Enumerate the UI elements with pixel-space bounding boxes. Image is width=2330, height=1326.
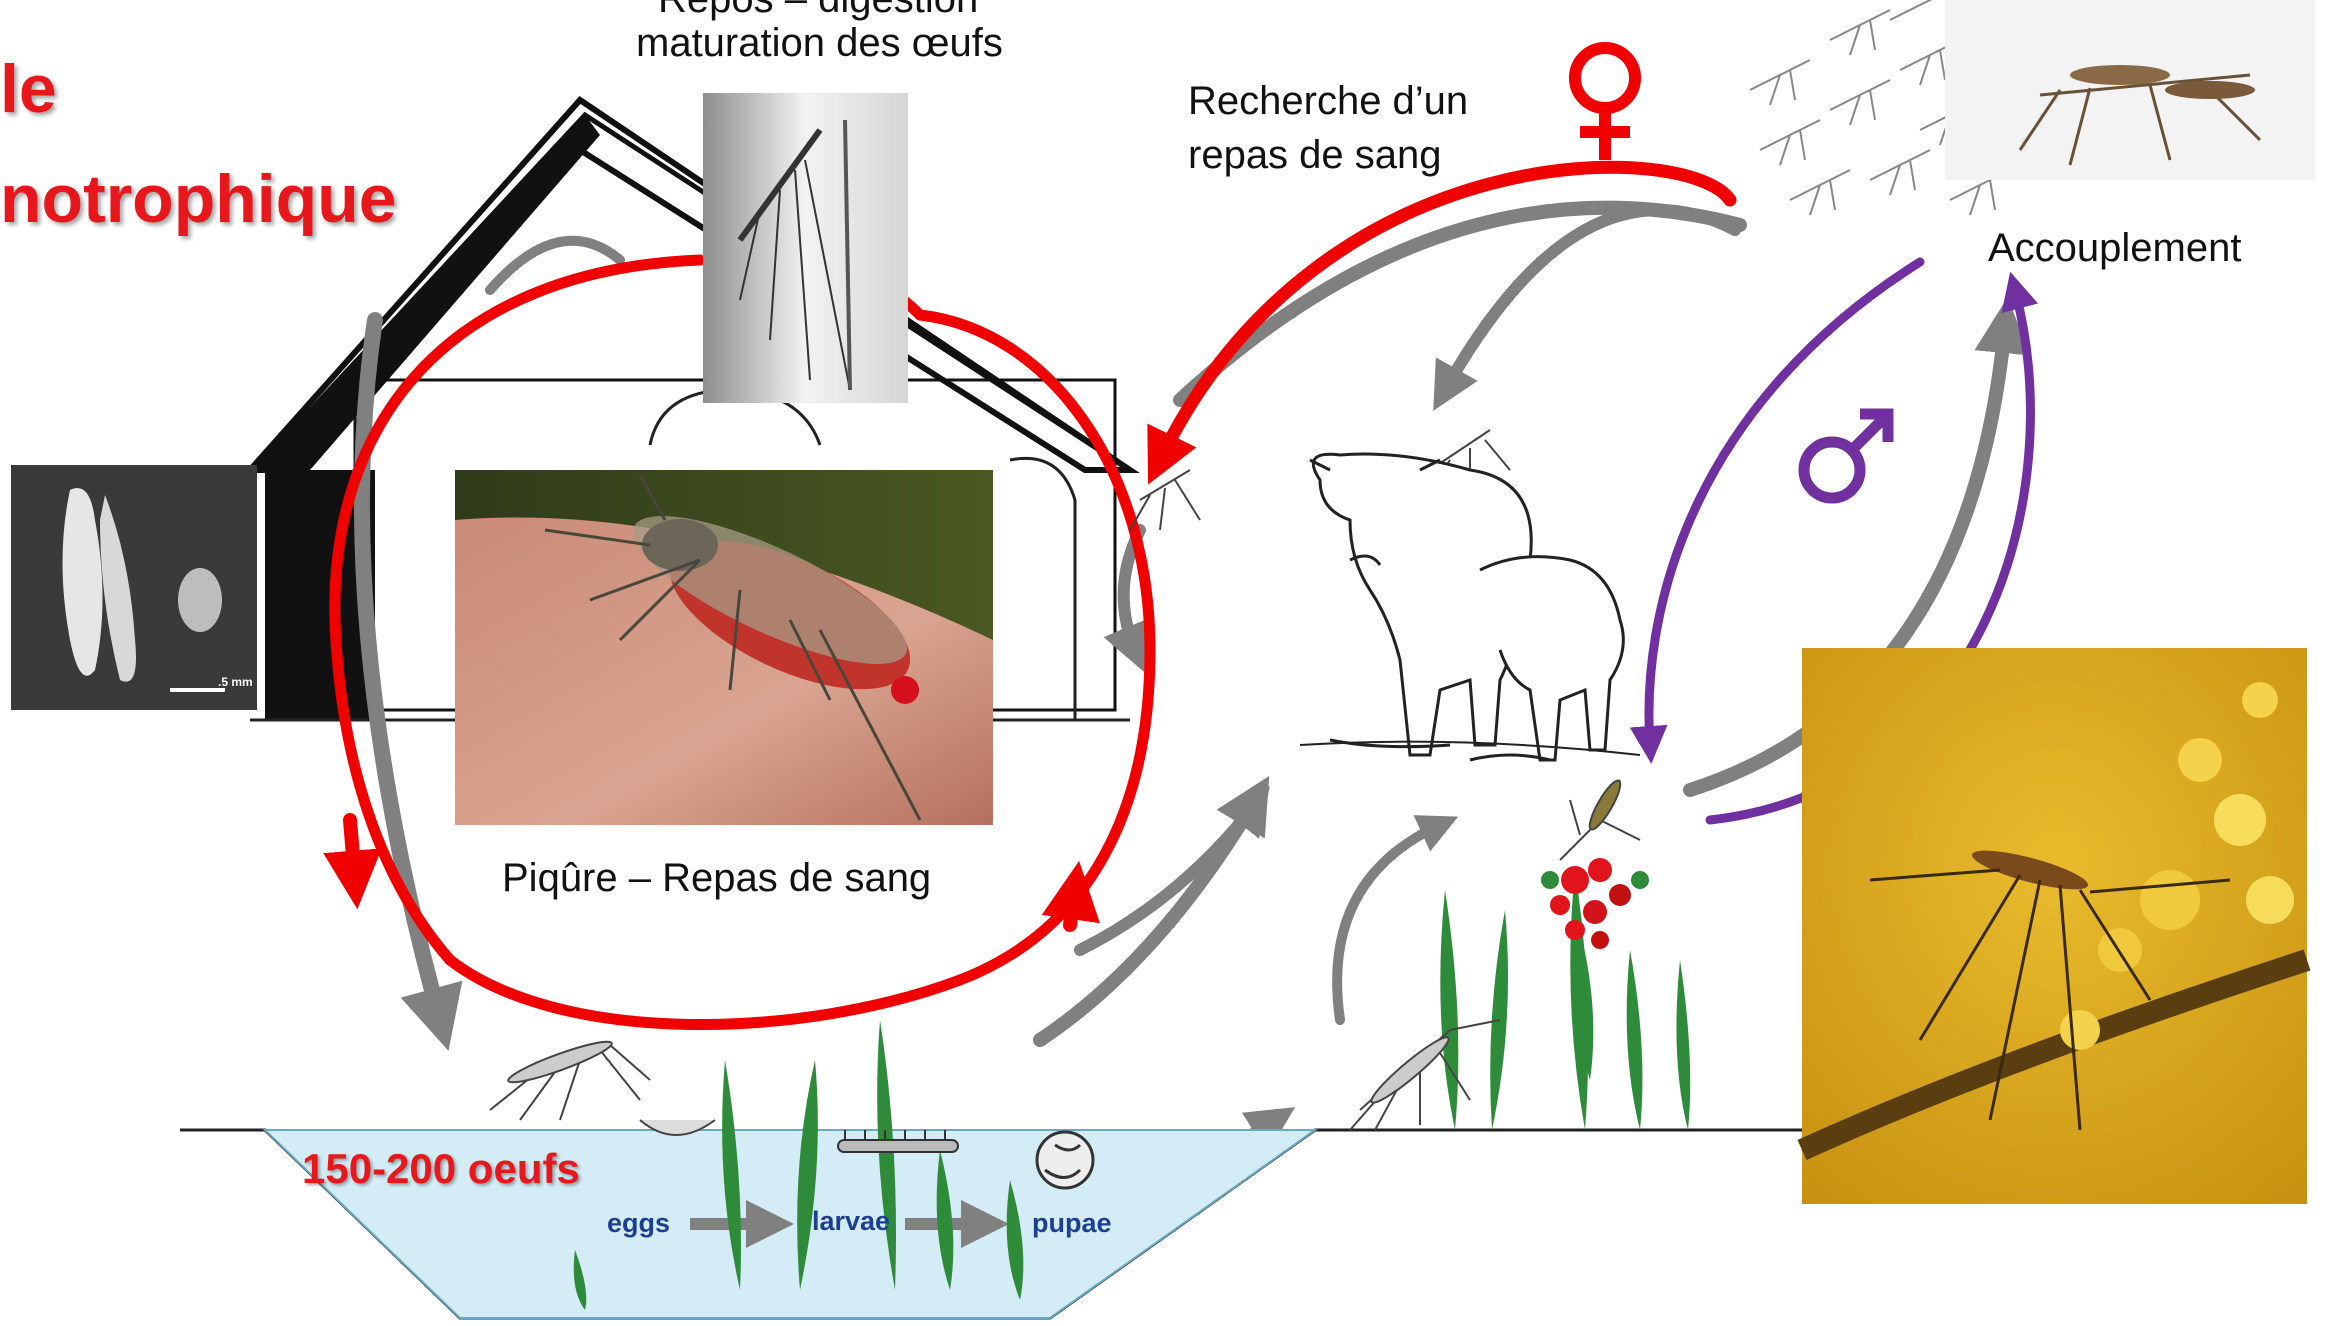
search-label-line1: Recherche d’un [1188, 76, 1468, 126]
diagram-title-line2: notrophique [0, 160, 397, 238]
egg-count-label: 150-200 oeufs [302, 1145, 580, 1193]
cows-drawing [1300, 454, 1640, 760]
pupa-sketch [1037, 1132, 1093, 1188]
ovary-photo [11, 465, 257, 710]
scale-bar-label: .5 mm [218, 675, 253, 690]
male-symbol-icon [1804, 414, 1888, 498]
mating-photo [1945, 0, 2315, 180]
pupae-stage-label: pupae [1032, 1208, 1112, 1239]
red-flowers [1541, 858, 1649, 949]
mating-label: Accouplement [1988, 223, 2241, 273]
female-symbol-icon [1575, 48, 1635, 160]
eggs-stage-label: eggs [607, 1208, 670, 1239]
bite-photo [455, 470, 993, 825]
search-label-line2: repas de sang [1188, 130, 1442, 180]
larvae-stage-label: larvae [812, 1206, 890, 1237]
nectar-feeding-photo [1802, 648, 2307, 1204]
bite-label: Piqûre – Repas de sang [502, 853, 931, 903]
resting-mosquito-photo [703, 93, 908, 403]
diagram-title-line1: le [0, 50, 57, 128]
rest-label-line2: maturation des œufs [636, 18, 1003, 68]
